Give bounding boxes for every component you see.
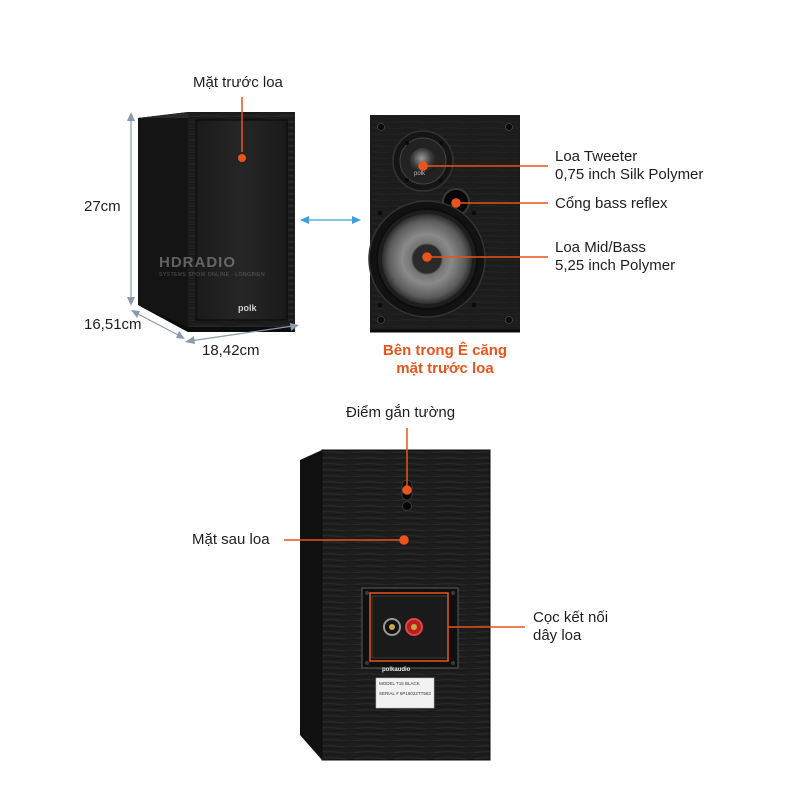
width-dimension: 18,42cm	[202, 342, 260, 359]
woofer-label-line2: 5,25 inch Polymer	[555, 257, 676, 274]
front-speaker	[138, 112, 295, 332]
tweeter-label: Loa Tweeter 0,75 inch Silk Polymer	[555, 148, 703, 184]
model-sticker-text: MODEL T15 BLACK	[379, 681, 420, 686]
front-marker-dot	[238, 154, 246, 162]
terminal-label: Cọc kết nối dây loa	[533, 609, 608, 645]
back-speaker	[300, 449, 491, 761]
inner-speaker	[368, 115, 520, 333]
woofer-label: Loa Mid/Bass 5,25 inch Polymer	[555, 239, 675, 275]
inner-caption-line1: Bên trong Ê căng	[382, 342, 508, 359]
inner-caption: Bên trong Ê căng mặt trước loa	[355, 342, 535, 378]
height-dimension: 27cm	[84, 198, 121, 215]
back-brand-logo: polkaudio	[382, 667, 411, 673]
inner-markers	[418, 161, 548, 262]
tweeter-label-line1: Loa Tweeter	[555, 148, 638, 165]
wall-mount-label: Điểm gắn tường	[346, 404, 456, 421]
inner-caption-line2: mặt trước loa	[396, 360, 494, 377]
depth-dimension: 16,51cm	[84, 316, 142, 333]
tweeter-logo: polk	[414, 171, 426, 177]
dimension-lines	[127, 112, 299, 344]
tweeter-label-line2: 0,75 inch Silk Polymer	[555, 166, 704, 183]
front-to-inner-arrow	[300, 216, 361, 224]
front-title: Mặt trước loa	[193, 74, 283, 91]
watermark-subtitle: SYSTEMS SHOW ONLINE - LONGBIEN	[159, 272, 266, 278]
rear-panel-label: Mặt sau loa	[192, 531, 270, 548]
watermark-logo: HDRADIO	[159, 254, 236, 271]
terminal-label-line2: dây loa	[533, 627, 582, 644]
back-markers	[284, 428, 525, 662]
serial-sticker-text: SERIAL # 6P16022TT583	[379, 691, 431, 696]
woofer-label-line1: Loa Mid/Bass	[555, 239, 646, 256]
terminal-label-line1: Cọc kết nối	[533, 609, 609, 626]
front-brand-logo: polk	[238, 303, 257, 313]
bass-port-label: Cổng bass reflex	[555, 195, 668, 212]
